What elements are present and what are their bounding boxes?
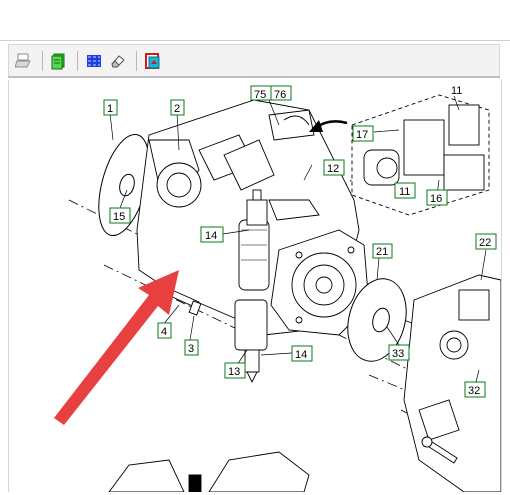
callout-box [372,243,393,259]
callout-label: 11 [399,186,410,198]
print-button[interactable] [13,50,35,72]
callout-label: 16 [430,193,442,205]
exploded-parts-diagram: 1 2 75 76 11 17 11 12 16 15 14 21 22 4 3… [54,82,501,492]
callout-box [475,233,497,250]
grid-select-icon [87,54,101,67]
callout-box [394,182,416,199]
callout-box [200,226,224,243]
callout-label: 4 [161,326,167,338]
callout-boxes [103,82,497,398]
toolbar-separator [42,50,43,71]
callout-box [103,99,118,116]
o-ring-part [347,278,407,362]
callout-box [170,99,185,116]
callout-box [352,125,374,142]
callout-box [464,381,486,398]
toolbar-separator [77,50,78,71]
window-top-area [0,0,510,41]
notes-button[interactable] [48,50,70,72]
callout-labels: 1 2 75 76 11 17 11 12 16 15 14 21 22 4 3… [107,85,491,397]
callout-label: 12 [327,163,339,175]
callout-label: 33 [392,348,404,360]
callout-box [388,344,410,361]
bottom-partial-parts [108,451,310,492]
toolbar-separator [136,50,137,71]
viewer-toolbar [8,44,500,78]
diagram-viewport[interactable]: 1 2 75 76 11 17 11 12 16 15 14 21 22 4 3… [8,80,502,492]
callout-label: 14 [295,349,307,361]
print-icon [15,53,31,67]
callout-label: 17 [356,129,368,141]
callout-label: 21 [376,246,388,258]
callout-box [184,339,199,356]
callout-box [426,189,448,206]
callout-label: 22 [479,237,491,249]
export-button[interactable] [142,50,164,72]
callout-label: 75 [254,89,266,101]
callout-box [323,159,345,176]
callout-box [224,362,246,379]
red-pointer-arrow [54,270,179,425]
eraser-button[interactable] [107,50,129,72]
eraser-icon [111,54,125,67]
callout-label: 13 [228,366,240,378]
callout-box [157,322,172,339]
front-flange [270,229,370,336]
callout-box [109,207,131,224]
bolt-part [169,289,458,464]
callout-label: 3 [188,343,194,355]
callout-box [291,345,313,362]
callout-label: 1 [107,103,113,115]
solenoid-valve-detail [351,94,490,216]
callout-label: 14 [205,230,217,242]
callout-box [270,85,292,101]
callout-label: 76 [274,89,286,101]
callout-label: 15 [113,211,125,223]
callout-label: 11 [451,85,462,97]
callout-label: 32 [468,385,480,397]
callout-label: 2 [174,103,180,115]
notes-icon [51,53,65,69]
rotation-arrow [309,120,348,132]
callout-leaders [109,95,487,391]
grid-select-button[interactable] [83,50,105,72]
valve-stem [234,189,268,384]
callout-box [449,82,465,96]
export-icon [145,52,160,69]
